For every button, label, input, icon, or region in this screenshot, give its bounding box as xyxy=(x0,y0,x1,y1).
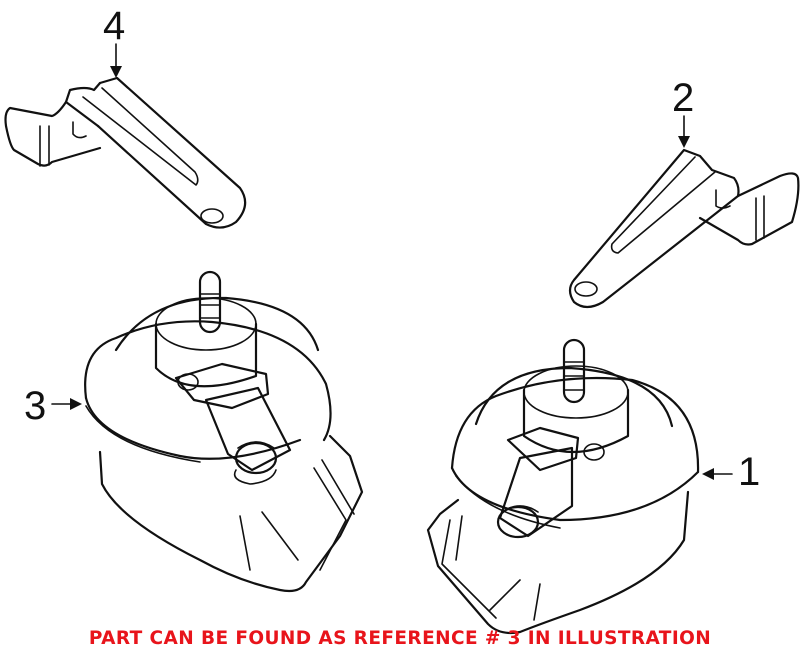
bracket-part-2 xyxy=(568,115,800,309)
horn-part-1 xyxy=(426,338,733,635)
horn-part-3 xyxy=(51,270,364,593)
bracket-part-4 xyxy=(4,43,247,229)
callout-4: 4 xyxy=(103,4,126,48)
reference-caption: PART CAN BE FOUND AS REFERENCE # 3 IN IL… xyxy=(88,628,712,649)
callout-2: 2 xyxy=(672,76,695,120)
callout-1: 1 xyxy=(738,450,761,494)
callout-3: 3 xyxy=(24,384,47,428)
